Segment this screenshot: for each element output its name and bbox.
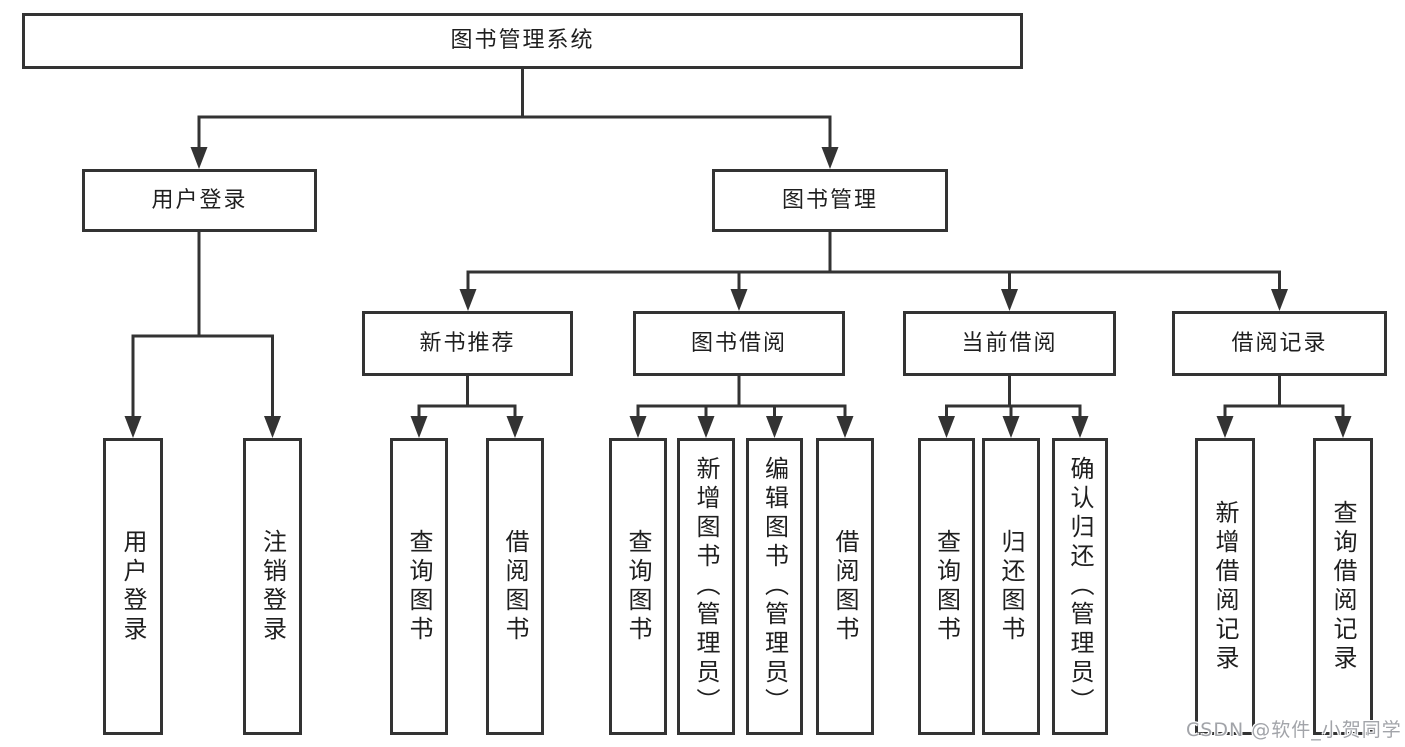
arrowhead-icon (264, 416, 281, 438)
arrowhead-icon (629, 416, 647, 438)
tree-node-leaf-return-book: 归还图书 (982, 438, 1040, 735)
tree-node-leaf-add-borrow-record: 新增借阅记录 (1195, 438, 1255, 735)
arrowhead-icon (730, 289, 748, 311)
arrowhead-icon (1334, 416, 1352, 438)
arrowhead-icon (766, 416, 783, 438)
arrowhead-icon (410, 416, 428, 438)
tree-node-leaf-confirm-return: 确认归还（管理员） (1052, 438, 1108, 735)
tree-node-borrow-records: 借阅记录 (1172, 311, 1387, 376)
arrowhead-icon (459, 289, 477, 311)
tree-node-leaf-borrow-book-rec: 借阅图书 (486, 438, 544, 735)
tree-node-new-book-rec: 新书推荐 (362, 311, 573, 376)
tree-node-leaf-add-book: 新增图书（管理员） (677, 438, 735, 735)
arrowhead-icon (836, 416, 854, 438)
tree-node-leaf-query-book-borrow: 查询图书 (609, 438, 667, 735)
arrowhead-icon (821, 147, 839, 169)
arrowhead-icon (697, 416, 715, 438)
tree-node-leaf-edit-book: 编辑图书（管理员） (746, 438, 803, 735)
arrowhead-icon (1001, 289, 1018, 311)
tree-node-root: 图书管理系统 (22, 13, 1023, 69)
arrowhead-icon (124, 416, 142, 438)
watermark: CSDN @软件_小贺同学 (1186, 719, 1402, 741)
arrowhead-icon (938, 416, 955, 438)
arrowhead-icon (1002, 416, 1020, 438)
tree-node-book-mgmt: 图书管理 (712, 169, 948, 232)
arrowhead-icon (1216, 416, 1234, 438)
arrowhead-icon (506, 416, 524, 438)
tree-node-leaf-query-book-rec: 查询图书 (390, 438, 448, 735)
tree-node-leaf-borrow-book: 借阅图书 (816, 438, 874, 735)
tree-node-user-login: 用户登录 (82, 169, 317, 232)
arrowhead-icon (1071, 416, 1089, 438)
tree-node-leaf-query-book-current: 查询图书 (918, 438, 975, 735)
arrowhead-icon (1271, 289, 1288, 311)
tree-node-current-borrow: 当前借阅 (903, 311, 1116, 376)
tree-node-leaf-query-borrow-record: 查询借阅记录 (1313, 438, 1373, 735)
arrowhead-icon (190, 147, 208, 169)
tree-node-leaf-logout: 注销登录 (243, 438, 302, 735)
tree-node-book-borrow: 图书借阅 (633, 311, 845, 376)
tree-node-leaf-user-login: 用户登录 (103, 438, 163, 735)
